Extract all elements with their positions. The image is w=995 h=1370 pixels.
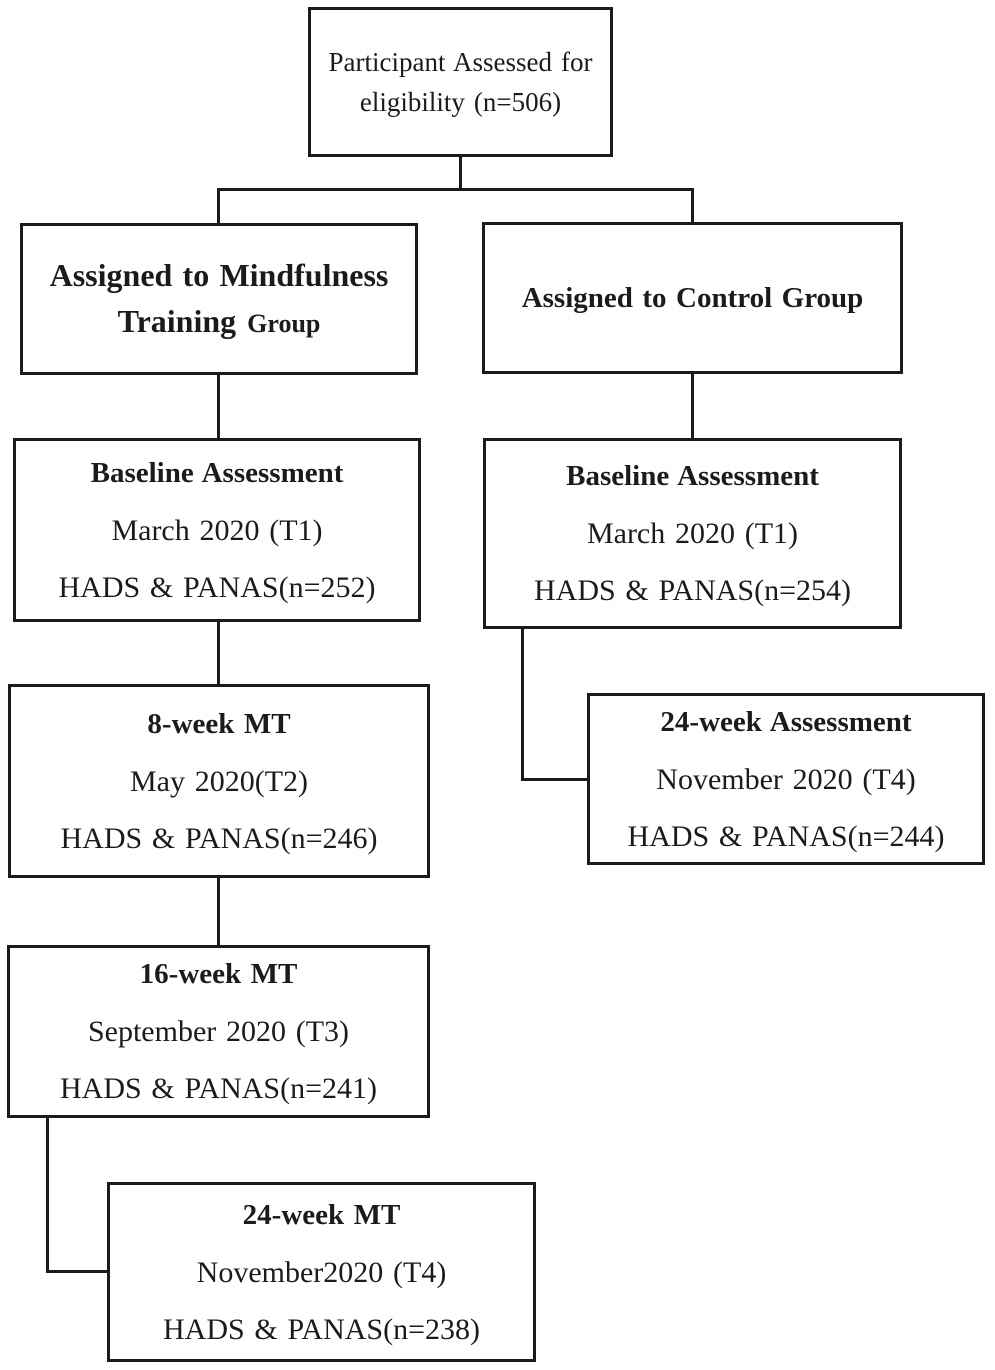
- node-control-24week-measure: HADS & PANAS(n=244): [627, 819, 945, 853]
- node-mt-24week-measure: HADS & PANAS(n=238): [162, 1312, 480, 1346]
- connector-mt-16week-down: [46, 1118, 49, 1273]
- connector-control-baseline-down: [521, 629, 524, 781]
- node-control-baseline-title: Baseline Assessment: [566, 460, 819, 492]
- connector-eligibility-down: [459, 157, 462, 190]
- connector-control-into-24week: [521, 778, 587, 781]
- node-mt-group-line2-small: Group: [247, 308, 321, 338]
- node-control-24week: 24-week Assessment November 2020 (T4) HA…: [587, 693, 985, 865]
- connector-split-to-mt-group: [217, 188, 220, 223]
- connector-mt-into-24week: [46, 1270, 107, 1273]
- connector-control-group-to-baseline: [691, 374, 694, 438]
- connector-mt-baseline-to-8week: [217, 622, 220, 684]
- node-mt-group-line2: Training Group: [118, 298, 321, 347]
- node-mt-16week-date: September 2020 (T3): [87, 1015, 350, 1048]
- node-mt-group-line1: Assigned to Mindfulness: [49, 256, 389, 293]
- node-control-24week-date: November 2020 (T4): [656, 762, 916, 796]
- connector-mt-group-to-baseline: [217, 375, 220, 438]
- node-mt-8week-title: 8-week MT: [147, 707, 291, 740]
- node-control-24week-title: 24-week Assessment: [660, 705, 912, 738]
- node-mt-8week-date: May 2020(T2): [129, 764, 309, 798]
- node-mt-8week: 8-week MT May 2020(T2) HADS & PANAS(n=24…: [8, 684, 430, 878]
- node-mt-8week-measure: HADS & PANAS(n=246): [60, 821, 378, 855]
- node-control-baseline-measure: HADS & PANAS(n=254): [533, 574, 851, 607]
- node-mt-16week-measure: HADS & PANAS(n=241): [59, 1072, 377, 1105]
- node-eligibility-line2: eligibility (n=506): [359, 87, 562, 117]
- node-mt-baseline: Baseline Assessment March 2020 (T1) HADS…: [13, 438, 421, 622]
- node-mt-baseline-title: Baseline Assessment: [90, 456, 344, 489]
- connector-split-bar: [217, 188, 694, 191]
- node-mt-baseline-measure: HADS & PANAS(n=252): [58, 570, 376, 604]
- node-eligibility-line1: Participant Assessed for: [328, 47, 593, 77]
- node-mt-baseline-date: March 2020 (T1): [111, 513, 323, 547]
- node-mt-group-line2-main: Training: [117, 302, 237, 339]
- node-mt-24week: 24-week MT November2020 (T4) HADS & PANA…: [107, 1182, 536, 1362]
- connector-mt-8week-to-16week: [217, 878, 220, 945]
- node-mt-16week-title: 16-week MT: [139, 958, 298, 990]
- connector-split-to-control-group: [691, 188, 694, 222]
- node-control-baseline: Baseline Assessment March 2020 (T1) HADS…: [483, 438, 902, 629]
- node-mt-24week-date: November2020 (T4): [196, 1255, 447, 1289]
- node-control-group-line1: Assigned to Control Group: [521, 281, 864, 314]
- node-control-baseline-date: March 2020 (T1): [586, 517, 799, 550]
- node-mt-24week-title: 24-week MT: [242, 1198, 401, 1231]
- node-control-group: Assigned to Control Group: [482, 222, 903, 374]
- node-mt-group: Assigned to Mindfulness Training Group: [20, 223, 418, 375]
- node-eligibility: Participant Assessed for eligibility (n=…: [308, 7, 613, 157]
- node-mt-16week: 16-week MT September 2020 (T3) HADS & PA…: [7, 945, 430, 1118]
